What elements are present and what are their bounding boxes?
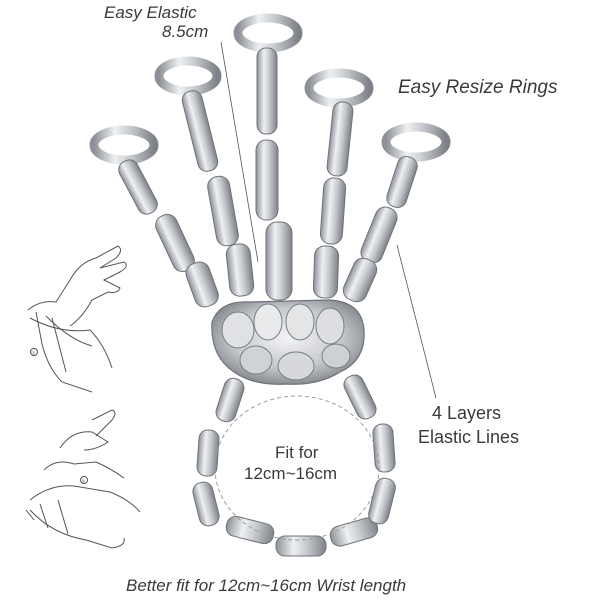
layers-label-line2: Elastic Lines (418, 427, 520, 447)
measure-step-1-sketch (27, 245, 127, 393)
finger-bones (118, 47, 418, 308)
elastic-pointer-line (220, 41, 259, 263)
wrist-length-caption: Better fit for 12cm~16cm Wrist length (126, 576, 407, 595)
adjustable-ring-2 (154, 56, 222, 96)
layers-pointer-line (396, 244, 437, 399)
fit-label-line1: Fit for (275, 443, 319, 462)
adjustable-ring-4 (304, 68, 374, 108)
elastic-label: Easy Elastic (104, 3, 197, 22)
adjustable-ring-3 (233, 13, 303, 53)
step-2-marker: ② (81, 479, 86, 485)
wrist-band (192, 374, 396, 557)
adjustable-ring-5 (381, 122, 451, 162)
step-1-marker: ① (31, 351, 36, 357)
wrist-fit-circle (214, 395, 380, 541)
fit-label-line2: 12cm~16cm (244, 464, 338, 483)
palm-plate (211, 299, 365, 385)
layers-label-line1: 4 Layers (432, 403, 502, 423)
measure-step-2-sketch (25, 409, 141, 549)
resize-rings-label: Easy Resize Rings (398, 77, 558, 98)
adjustable-ring-1 (89, 125, 159, 165)
elastic-size-label: 8.5cm (162, 22, 209, 41)
